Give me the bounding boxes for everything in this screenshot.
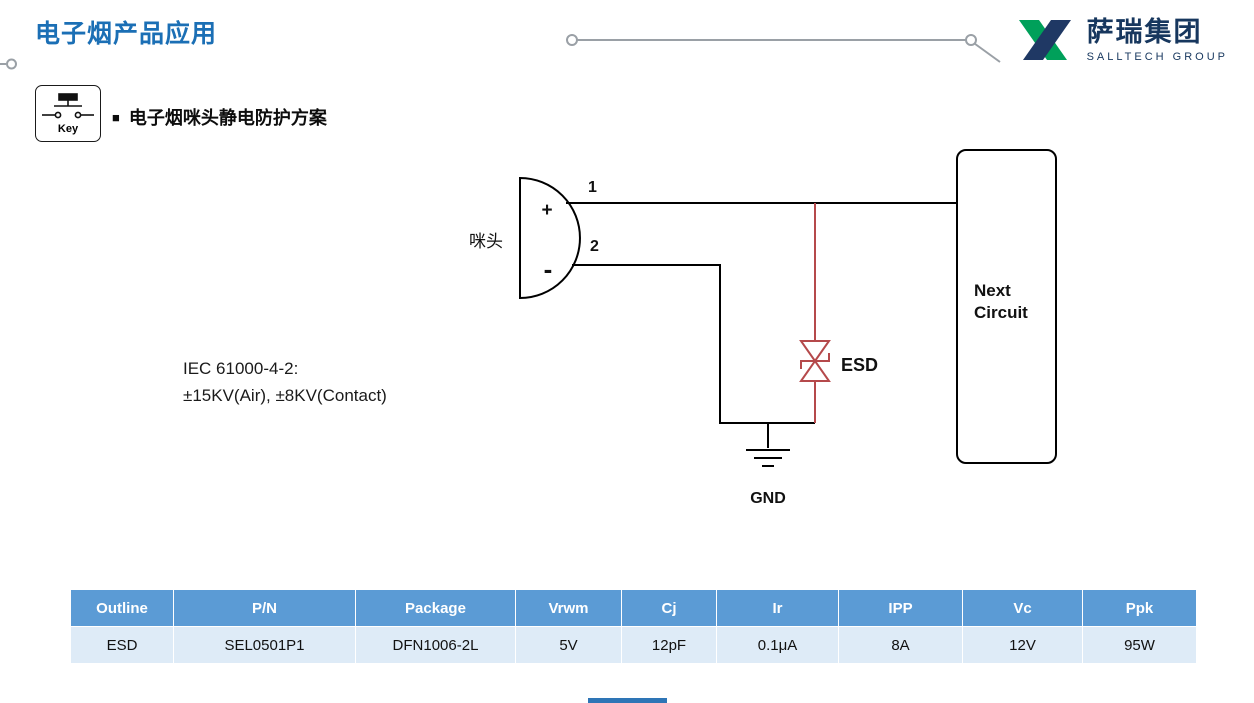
iec-note: IEC 61000-4-2: ±15KV(Air), ±8KV(Contact) — [183, 355, 387, 409]
mic-minus-label: - — [544, 254, 553, 284]
mic-label: 咪头 — [469, 232, 503, 251]
cell-vrwm: 5V — [515, 626, 622, 664]
table-row: ESD SEL0501P1 DFN1006-2L 5V 12pF 0.1μA 8… — [70, 626, 1197, 664]
slide-progress-bar — [588, 698, 667, 703]
mic-plus-label: + — [541, 200, 552, 221]
cell-ir: 0.1μA — [716, 626, 839, 664]
table-header-row: Outline P/N Package Vrwm Cj Ir IPP Vc Pp… — [70, 589, 1197, 627]
col-header-ipp: IPP — [838, 589, 963, 627]
circuit-diagram: 咪头 1 2 + - ESD GND Next Circuit — [469, 149, 1057, 507]
logo-company-subtitle: SALLTECH GROUP — [1086, 50, 1228, 63]
cell-package: DFN1006-2L — [355, 626, 516, 664]
logo-mark-icon — [1018, 20, 1071, 60]
company-logo: 萨瑞集团 SALLTECH GROUP — [1013, 14, 1228, 66]
key-badge-label: Key — [57, 123, 79, 135]
pin1-label: 1 — [588, 179, 597, 196]
ground-icon — [746, 423, 790, 467]
col-header-vc: Vc — [962, 589, 1083, 627]
next-circuit-label-line2: Circuit — [974, 303, 1028, 322]
wire-pin2 — [572, 264, 815, 424]
cell-ipp: 8A — [838, 626, 963, 664]
spec-table: Outline P/N Package Vrwm Cj Ir IPP Vc Pp… — [70, 589, 1197, 664]
col-header-ir: Ir — [716, 589, 839, 627]
col-header-ppk: Ppk — [1082, 589, 1197, 627]
push-button-icon — [42, 93, 94, 119]
col-header-vrwm: Vrwm — [515, 589, 622, 627]
section-title: 电子烟咪头静电防护方案 — [128, 108, 327, 128]
section-heading: ■ 电子烟咪头静电防护方案 — [112, 104, 327, 130]
col-header-outline: Outline — [70, 589, 174, 627]
key-icon-badge: Key — [35, 85, 101, 142]
logo-text: 萨瑞集团 SALLTECH GROUP — [1087, 17, 1228, 62]
esd-label: ESD — [841, 355, 878, 375]
cell-outline: ESD — [70, 626, 174, 664]
next-circuit-box — [956, 149, 1057, 464]
iec-note-line1: IEC 61000-4-2: — [183, 359, 299, 378]
microphone-symbol — [519, 176, 581, 300]
cell-cj: 12pF — [621, 626, 717, 664]
cell-vc: 12V — [962, 626, 1083, 664]
pin2-label: 2 — [590, 238, 599, 255]
logo-company-name: 萨瑞集团 — [1086, 17, 1203, 48]
esd-tvs-diode-icon — [799, 203, 831, 423]
col-header-pn: P/N — [173, 589, 356, 627]
gnd-label: GND — [750, 490, 786, 507]
bullet-square: ■ — [112, 109, 120, 125]
col-header-cj: Cj — [621, 589, 717, 627]
cell-pn: SEL0501P1 — [173, 626, 356, 664]
next-circuit-label-line1: Next — [974, 281, 1011, 300]
page-title: 电子烟产品应用 — [35, 20, 218, 48]
col-header-package: Package — [355, 589, 516, 627]
cell-ppk: 95W — [1082, 626, 1197, 664]
iec-note-line2: ±15KV(Air), ±8KV(Contact) — [183, 386, 387, 405]
